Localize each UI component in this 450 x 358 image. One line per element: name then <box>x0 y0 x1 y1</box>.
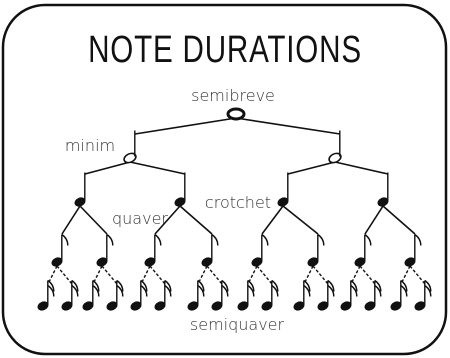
connector-line <box>206 265 223 285</box>
connector-line <box>287 161 336 175</box>
minim-note <box>328 130 342 164</box>
connector-line <box>84 161 131 175</box>
label-quaver: quaver <box>112 209 168 228</box>
quaver-note <box>51 233 69 267</box>
crotchet-note <box>174 172 186 207</box>
connector-line <box>364 205 384 235</box>
connector-line <box>359 265 376 285</box>
connector-line <box>334 161 389 175</box>
minim-note <box>123 130 137 164</box>
connector-line <box>61 205 81 235</box>
diagram-frame <box>1 3 448 356</box>
semiquaver-note <box>211 279 229 311</box>
crotchet-note <box>377 172 389 207</box>
connector-line <box>154 205 181 235</box>
connector-line <box>101 265 118 285</box>
connector-line <box>79 205 108 235</box>
semiquaver-note <box>37 279 55 311</box>
crotchet-note <box>74 172 86 207</box>
quaver-note <box>201 233 219 267</box>
connector-line <box>56 265 73 285</box>
semiquaver-note <box>390 279 408 311</box>
semiquaver-note <box>106 279 124 311</box>
semiquaver-note <box>293 279 311 311</box>
connector-line <box>312 265 329 285</box>
label-crotchet: crotchet <box>205 193 271 212</box>
semiquaver-note <box>187 279 205 311</box>
label-semiquaver: semiquaver <box>190 315 285 334</box>
quaver-note <box>251 233 269 267</box>
semibreve-note <box>226 107 246 121</box>
quaver-note <box>144 233 162 267</box>
connector-line <box>261 205 284 235</box>
connector-line <box>282 205 319 235</box>
semiquaver-note <box>154 279 172 311</box>
connector-line <box>235 117 341 135</box>
diagram-title: NOTE DURATIONS <box>88 29 362 71</box>
label-semibreve: semibreve <box>191 86 275 105</box>
label-minim: minim <box>65 136 115 155</box>
semiquaver-note <box>61 279 79 311</box>
connector-line <box>382 205 416 235</box>
semiquaver-note <box>237 279 255 311</box>
semiquaver-note <box>130 279 148 311</box>
semiquaver-note <box>317 279 335 311</box>
semiquaver-note <box>261 279 279 311</box>
connector-line <box>149 265 166 285</box>
quaver-note <box>354 233 372 267</box>
semiquaver-note <box>82 279 100 311</box>
connector-line <box>129 161 186 175</box>
quaver-note <box>96 233 114 267</box>
connector-line <box>179 205 213 235</box>
crotchet-note <box>277 172 289 207</box>
connector-line <box>256 265 273 285</box>
quaver-note <box>404 233 422 267</box>
semiquaver-note <box>340 279 358 311</box>
connector-line <box>409 265 426 285</box>
tree-notes <box>37 107 432 311</box>
semiquaver-note <box>364 279 382 311</box>
connector-line <box>134 117 237 135</box>
quaver-note <box>307 233 325 267</box>
semiquaver-note <box>414 279 432 311</box>
